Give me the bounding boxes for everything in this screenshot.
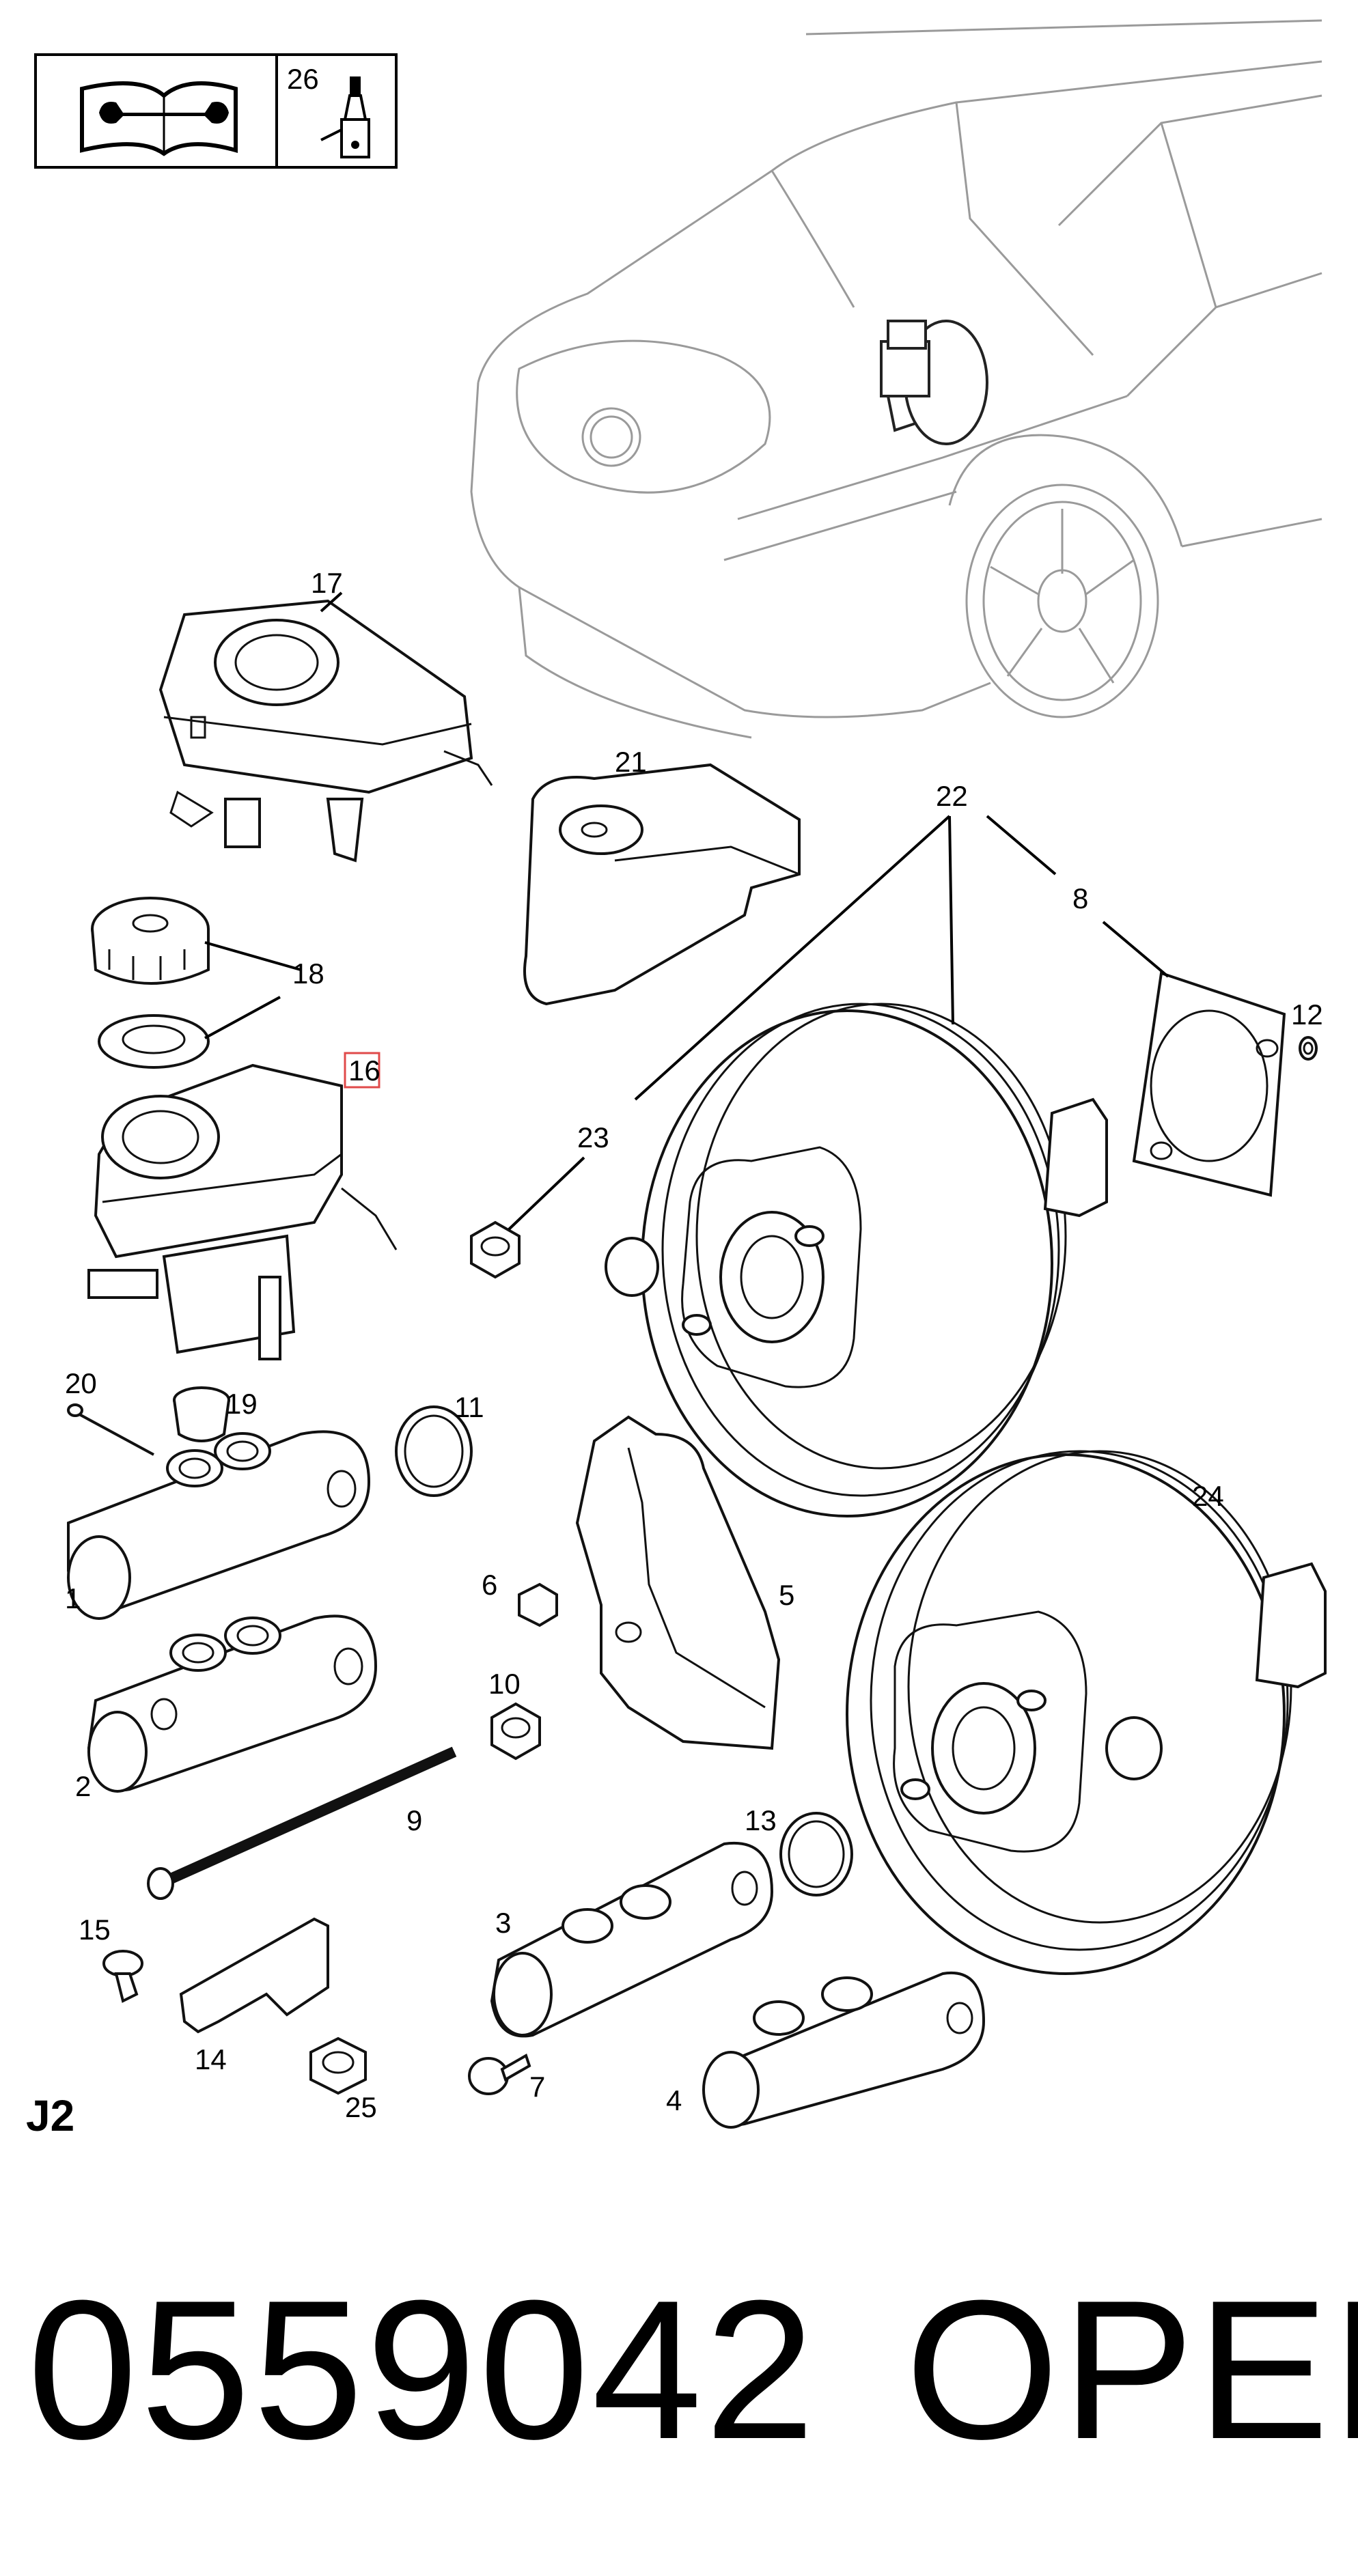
leader-lines [204, 591, 1169, 1231]
callout-5: 5 [779, 1579, 794, 1611]
gasket-8-part [1132, 971, 1286, 1197]
o-ring-13-part [779, 1812, 853, 1896]
master-cylinder-3-part [490, 1841, 774, 2038]
callout-22: 22 [936, 780, 968, 812]
callout-8: 8 [1072, 882, 1088, 914]
nut-23-part [470, 1220, 521, 1279]
header-box: 26 [34, 53, 398, 169]
master-cylinder-4-part [702, 1971, 986, 2129]
bracket-14-part [179, 1917, 329, 2034]
callout-18: 18 [292, 957, 324, 990]
master-cylinder-1-part [67, 1430, 371, 1620]
callout-10: 10 [488, 1668, 521, 1700]
callout-labels: 17 21 22 8 12 18 16 23 20 19 11 24 1 6 5… [65, 567, 1323, 2123]
manual-wrench-icon [80, 81, 238, 156]
callout-20: 20 [65, 1367, 97, 1399]
brake-booster-22-part [605, 1003, 1108, 1517]
callout-17: 17 [311, 567, 343, 599]
callout-14: 14 [195, 2043, 227, 2075]
callout-1: 1 [65, 1582, 81, 1614]
brand-name: OPEL [905, 2259, 1358, 2480]
reservoir-cap-part [91, 897, 210, 985]
callout-7: 7 [529, 2071, 545, 2103]
callout-6: 6 [482, 1569, 497, 1601]
part-number: 0559042 [27, 2259, 818, 2480]
long-bolt-9-part [147, 1746, 457, 1900]
callout-23: 23 [577, 1121, 609, 1153]
brake-booster-24-part [846, 1450, 1327, 1975]
callout-4: 4 [666, 2084, 682, 2116]
highlight-box [344, 1052, 380, 1089]
grommet-part [173, 1386, 230, 1442]
screw-15-part [102, 1950, 143, 2003]
reservoir-upper-part [158, 599, 493, 863]
callout-25: 25 [345, 2091, 377, 2123]
callout-11: 11 [454, 1391, 484, 1423]
callout-12: 12 [1291, 998, 1323, 1031]
callout-19: 19 [225, 1388, 258, 1420]
cover-bracket-part [523, 763, 801, 1006]
nut-6-part [518, 1582, 558, 1627]
callout-9: 9 [406, 1804, 422, 1836]
nut-25-part [309, 2036, 367, 2095]
callout-21: 21 [615, 746, 647, 778]
o-ring-11-part [395, 1405, 473, 1497]
callout-24: 24 [1192, 1480, 1224, 1512]
sheet-code: J2 [26, 2091, 74, 2140]
vehicle-outline [470, 19, 1322, 739]
callout-13: 13 [745, 1804, 777, 1836]
pin-part [67, 1403, 154, 1456]
master-cylinder-2-part [87, 1614, 378, 1793]
callout-16: 16 [348, 1054, 380, 1087]
reservoir-seal-part [98, 1014, 210, 1069]
lubricant-bottle-icon [320, 76, 370, 158]
lubricant-ref-label: 26 [287, 63, 319, 95]
reservoir-lower-part [87, 1063, 398, 1360]
callout-2: 2 [75, 1770, 91, 1802]
washer-12-part [1299, 1036, 1318, 1061]
callout-15: 15 [79, 1914, 111, 1946]
nut-10-part [490, 1702, 541, 1761]
heat-shield-5-part [575, 1415, 781, 1750]
screw-7-part [468, 2054, 531, 2095]
callout-3: 3 [495, 1907, 511, 1939]
